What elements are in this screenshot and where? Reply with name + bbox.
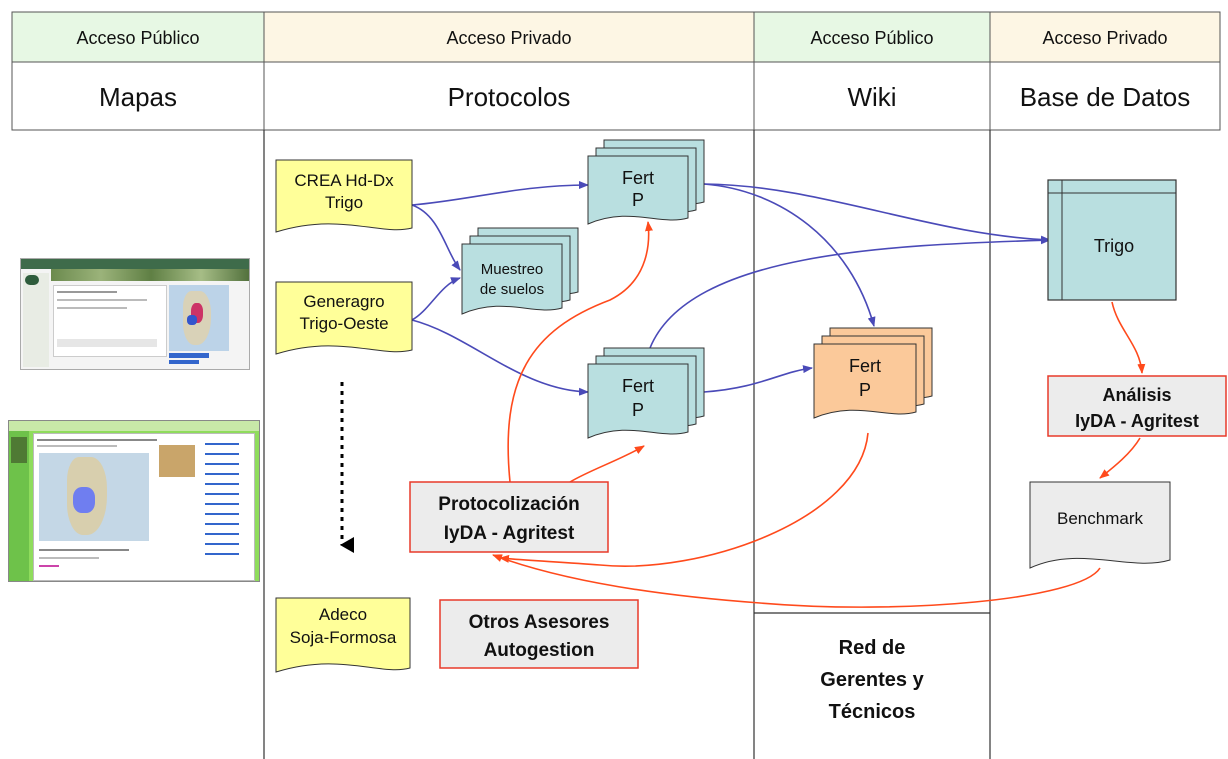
header-grid: Acceso Público Acceso Privado Acceso Púb… bbox=[11, 11, 1221, 131]
title-cell-0 bbox=[11, 61, 265, 131]
fert-top-stack: Fert P bbox=[587, 139, 705, 225]
title-cell-3 bbox=[989, 61, 1221, 131]
benchmark-doc: Benchmark bbox=[1029, 481, 1171, 569]
arrow-fert-mid-to-trigo bbox=[649, 236, 1051, 349]
source-crea-line2: Trigo bbox=[325, 193, 363, 212]
otros-box: Otros Asesores Autogestion bbox=[439, 599, 639, 669]
title-cell-2 bbox=[753, 61, 991, 131]
red-arrows bbox=[492, 221, 1146, 608]
access-cell-3 bbox=[989, 11, 1221, 63]
doc-shape bbox=[275, 281, 413, 355]
fert-mid-stack: Fert P bbox=[587, 347, 705, 439]
red-line2: Gerentes y bbox=[820, 669, 924, 691]
arrow-generagro-to-fert-mid bbox=[411, 319, 589, 396]
muestreo-line1: Muestreo bbox=[481, 261, 544, 278]
benchmark-label: Benchmark bbox=[1057, 509, 1143, 528]
arrow-fert-top-to-trigo bbox=[703, 183, 1051, 244]
fert-mid-line1: Fert bbox=[622, 376, 654, 396]
source-generagro-line1: Generagro bbox=[303, 292, 384, 311]
red-line3: Técnicos bbox=[829, 701, 916, 723]
red-gerentes: Red de Gerentes y Técnicos bbox=[820, 637, 924, 723]
protocolizacion-line2: IyDA - Agritest bbox=[444, 523, 575, 544]
column-title-3: Base de Datos bbox=[1020, 82, 1191, 112]
analisis-box: Análisis IyDA - Agritest bbox=[1047, 375, 1227, 437]
arrow-generagro-to-muestreo bbox=[411, 277, 461, 321]
column-title-2: Wiki bbox=[847, 82, 896, 112]
source-adeco-line1: Adeco bbox=[319, 605, 367, 624]
source-adeco: Adeco Soja-Formosa bbox=[275, 597, 411, 673]
fert-wiki-line2: P bbox=[859, 380, 871, 400]
doc-shape bbox=[275, 597, 411, 673]
arrow-fert-wiki-to-protocolizacion bbox=[499, 432, 869, 567]
arrow-fert-top-to-fert-wiki bbox=[703, 183, 876, 327]
fert-top-line2: P bbox=[632, 190, 644, 210]
otros-line1: Otros Asesores bbox=[469, 612, 610, 633]
blue-arrows bbox=[411, 181, 1051, 396]
access-label-1: Acceso Privado bbox=[446, 28, 571, 48]
access-label-2: Acceso Público bbox=[810, 28, 933, 48]
source-adeco-line2: Soja-Formosa bbox=[290, 628, 397, 647]
trigo-table: Trigo bbox=[1047, 179, 1177, 301]
arrow-protocolizacion-to-fert-top bbox=[507, 221, 653, 483]
protocolizacion-line1: Protocolización bbox=[438, 494, 579, 515]
access-cell-0 bbox=[11, 11, 265, 63]
fert-wiki-stack: Fert P bbox=[813, 327, 933, 419]
access-label-0: Acceso Público bbox=[76, 28, 199, 48]
map-screenshot-thumbnail-1 bbox=[20, 258, 250, 370]
arrow-analisis-to-benchmark bbox=[1099, 437, 1141, 479]
protocolizacion-box: Protocolización IyDA - Agritest bbox=[409, 481, 609, 553]
column-title-1: Protocolos bbox=[448, 82, 571, 112]
fert-top-line1: Fert bbox=[622, 168, 654, 188]
source-generagro-line2: Trigo-Oeste bbox=[299, 314, 388, 333]
fert-wiki-line1: Fert bbox=[849, 356, 881, 376]
access-cell-1 bbox=[263, 11, 755, 63]
source-crea-line1: CREA Hd-Dx bbox=[294, 171, 394, 190]
otros-line2: Autogestion bbox=[484, 640, 595, 661]
analisis-line2: IyDA - Agritest bbox=[1075, 411, 1199, 431]
map-screenshot-thumbnail-2 bbox=[8, 420, 260, 582]
access-label-3: Acceso Privado bbox=[1042, 28, 1167, 48]
analisis-line1: Análisis bbox=[1102, 385, 1171, 405]
fert-mid-line2: P bbox=[632, 400, 644, 420]
arrow-benchmark-to-protocolizacion bbox=[492, 554, 1101, 608]
column-title-0: Mapas bbox=[99, 82, 177, 112]
arrow-trigo-to-analisis bbox=[1111, 301, 1146, 374]
arrow-protocolizacion-to-fert-mid bbox=[569, 445, 645, 483]
muestreo-line2: de suelos bbox=[480, 281, 544, 298]
arrow-fert-mid-to-fert-wiki bbox=[703, 365, 813, 393]
arrow-crea-to-muestreo bbox=[411, 204, 461, 271]
arrow-crea-to-fert-top bbox=[411, 181, 589, 206]
source-generagro: Generagro Trigo-Oeste bbox=[275, 281, 413, 355]
source-crea: CREA Hd-Dx Trigo bbox=[275, 159, 413, 233]
doc-shape bbox=[275, 159, 413, 233]
title-cell-1 bbox=[263, 61, 755, 131]
red-line1: Red de bbox=[839, 637, 906, 659]
access-cell-2 bbox=[753, 11, 991, 63]
muestreo-stack: Muestreo de suelos bbox=[461, 227, 579, 315]
trigo-label: Trigo bbox=[1094, 236, 1134, 256]
